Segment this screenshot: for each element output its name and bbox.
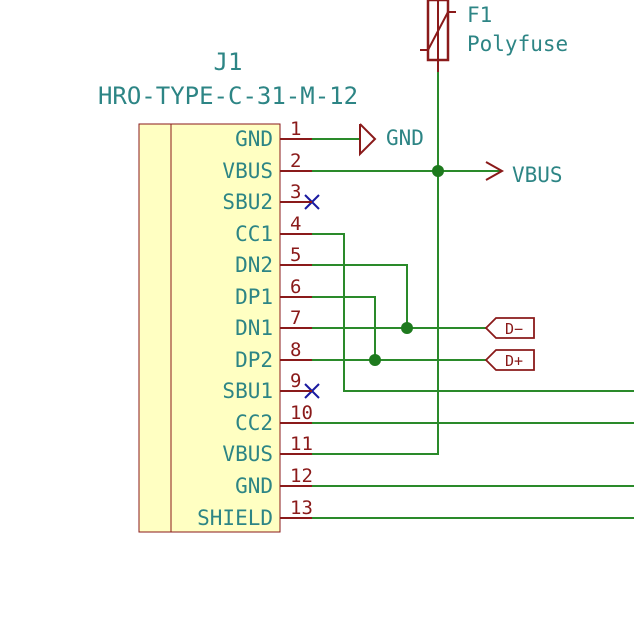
pin-name: VBUS	[222, 442, 273, 466]
junction-dot-icon	[401, 322, 413, 334]
pin-number: 5	[290, 244, 301, 266]
connector-body[interactable]	[138, 123, 281, 533]
pin-number: 8	[290, 339, 301, 361]
connector-pin[interactable]: GND 12	[235, 465, 313, 498]
connector-pin[interactable]: DN1 7	[235, 307, 312, 340]
ground-flag-shape	[359, 123, 377, 157]
hier-label-dminus-text: D−	[505, 320, 523, 338]
fuse-value: Polyfuse	[467, 32, 568, 56]
connector-pin[interactable]: DP2 8	[235, 339, 312, 372]
pin-name: DN1	[235, 316, 273, 340]
connector-value: HRO-TYPE-C-31-M-12	[98, 82, 358, 110]
pin-name: SBU2	[222, 190, 273, 214]
pin-name: CC1	[235, 222, 273, 246]
pin-name: DN2	[235, 253, 273, 277]
junction-dot-icon	[369, 354, 381, 366]
connector-pin[interactable]: CC2 10	[235, 402, 313, 435]
pin-number: 7	[290, 307, 301, 329]
pin-number: 11	[290, 433, 313, 455]
connector-pin[interactable]: SHIELD 13	[197, 497, 313, 530]
connector-reference: J1	[214, 48, 243, 76]
pin-name: DP1	[235, 285, 273, 309]
pin-name: VBUS	[222, 159, 273, 183]
fuse-reference: F1	[467, 3, 492, 27]
pin-name: CC2	[235, 411, 273, 435]
connector-pin[interactable]: DN2 5	[235, 244, 312, 277]
wire-vbus-trunk[interactable]	[312, 72, 439, 455]
ground-flag-icon[interactable]	[359, 123, 377, 157]
connector-pin[interactable]: DP1 6	[235, 276, 312, 309]
junctions	[369, 165, 444, 366]
vbus-arrow-shape	[485, 161, 505, 181]
pin-number: 10	[290, 402, 313, 424]
power-arrow-icon[interactable]	[485, 161, 505, 181]
hier-label-dplus-text: D+	[505, 352, 523, 370]
wire-pin6-dp1[interactable]	[312, 296, 376, 360]
pin-number: 4	[290, 213, 301, 235]
pin-number: 2	[290, 150, 301, 172]
fuse-f1[interactable]	[420, 0, 456, 72]
connector-pin[interactable]: VBUS 2	[222, 150, 312, 183]
connector-pin[interactable]: SBU2 3	[222, 181, 312, 214]
pin-number: 3	[290, 181, 301, 203]
pin-name: GND	[235, 474, 273, 498]
connector-pin[interactable]: CC1 4	[235, 213, 312, 246]
junction-dot-icon	[432, 165, 444, 177]
pin-name: SHIELD	[197, 506, 273, 530]
pin-number: 12	[290, 465, 313, 487]
vbus-power-label: VBUS	[512, 163, 563, 187]
connector-pin[interactable]: GND 1	[235, 118, 312, 151]
connector-pin[interactable]: VBUS 11	[222, 433, 312, 466]
wire-pin4-cc1[interactable]	[312, 233, 634, 392]
pin-number: 1	[290, 118, 301, 140]
pin-name: GND	[235, 127, 273, 151]
connector-pin[interactable]: SBU1 9	[222, 370, 312, 403]
wires	[312, 72, 634, 519]
connector-rect	[138, 123, 281, 533]
pin-name: DP2	[235, 348, 273, 372]
hier-label-shape	[484, 317, 535, 339]
pin-number: 6	[290, 276, 301, 298]
hier-label-dplus[interactable]: D+	[484, 349, 535, 371]
hier-label-dminus[interactable]: D−	[484, 317, 535, 339]
pin-name: SBU1	[222, 379, 273, 403]
gnd-power-label: GND	[386, 126, 424, 150]
wire-pin5-dn2[interactable]	[312, 264, 408, 328]
polyfuse-slash	[420, 11, 456, 51]
hier-label-shape	[484, 349, 535, 371]
pin-number: 9	[290, 370, 301, 392]
pin-number: 13	[290, 497, 313, 519]
